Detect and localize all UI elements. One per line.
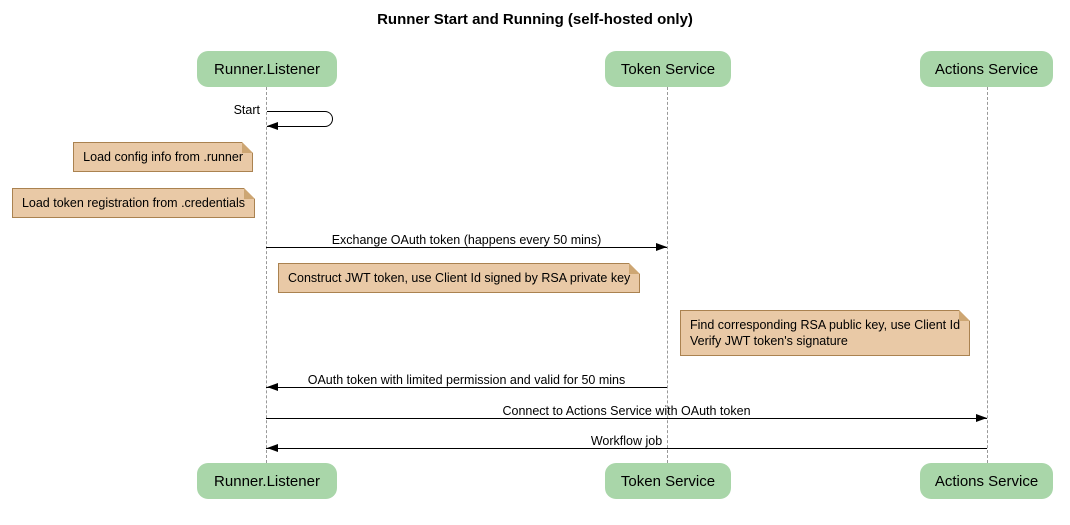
- message-label-start: Start: [233, 103, 260, 117]
- participant-top-token-service: Token Service: [605, 51, 731, 87]
- arrowhead-left-icon: [267, 122, 278, 130]
- message-line: [266, 247, 667, 248]
- note-construct-jwt: Construct JWT token, use Client Id signe…: [278, 263, 641, 293]
- participant-label: Runner.Listener: [214, 60, 320, 78]
- message-label-workflow-job: Workflow job: [590, 434, 663, 448]
- note-text-line2: Verify JWT token's signature: [690, 334, 848, 348]
- message-label-exchange-oauth: Exchange OAuth token (happens every 50 m…: [331, 233, 602, 247]
- note-text: Load token registration from .credential…: [21, 196, 245, 210]
- lifeline-actions-service: [987, 87, 988, 463]
- participant-label: Token Service: [620, 60, 716, 78]
- lifeline-token-service: [667, 87, 668, 463]
- participant-label: Actions Service: [934, 60, 1039, 78]
- message-line: [266, 448, 987, 449]
- participant-bottom-token-service: Token Service: [605, 463, 731, 499]
- participant-label: Actions Service: [934, 472, 1039, 490]
- note-text-line1: Find corresponding RSA public key, use C…: [690, 318, 961, 332]
- message-line: [266, 387, 667, 388]
- message-label-oauth-return: OAuth token with limited permission and …: [307, 373, 626, 387]
- participant-bottom-actions-service: Actions Service: [920, 463, 1053, 499]
- lifeline-runner-listener: [266, 87, 267, 463]
- participant-top-actions-service: Actions Service: [920, 51, 1053, 87]
- note-load-token-registration: Load token registration from .credential…: [11, 188, 256, 218]
- participant-label: Token Service: [620, 472, 716, 490]
- arrowhead-left-icon: [267, 444, 278, 452]
- diagram-title: Runner Start and Running (self-hosted on…: [377, 11, 693, 28]
- arrowhead-right-icon: [976, 414, 987, 422]
- message-line: [266, 418, 987, 419]
- arrowhead-right-icon: [656, 243, 667, 251]
- arrowhead-left-icon: [267, 383, 278, 391]
- note-text: Construct JWT token, use Client Id signe…: [288, 271, 631, 285]
- participant-top-runner-listener: Runner.Listener: [197, 51, 337, 87]
- participant-bottom-runner-listener: Runner.Listener: [197, 463, 337, 499]
- note-verify-jwt: Find corresponding RSA public key, use C…: [680, 310, 971, 356]
- self-loop-line: [267, 111, 333, 127]
- participant-label: Runner.Listener: [214, 472, 320, 490]
- note-text: Load config info from .runner: [83, 150, 243, 164]
- note-load-config: Load config info from .runner: [73, 142, 253, 172]
- message-label-connect-actions: Connect to Actions Service with OAuth to…: [502, 404, 751, 418]
